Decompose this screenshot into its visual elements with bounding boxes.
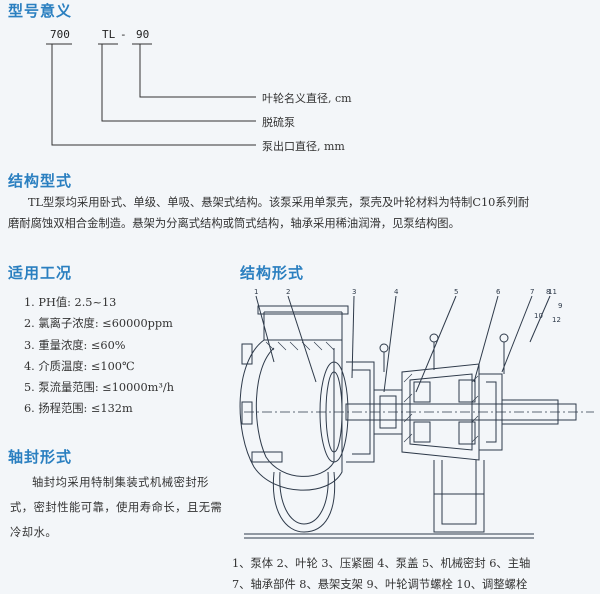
callout-6: 6 <box>496 288 501 296</box>
parts-legend-line-2: 7、轴承部件 8、悬架支架 9、叶轮调节螺栓 10、调整螺栓 <box>232 578 528 591</box>
conditions-list: 1. PH值: 2.5~13 2. 氯离子浓度: ≤60000ppm 3. 重量… <box>24 292 174 420</box>
callout-4: 4 <box>394 288 399 296</box>
callout-5: 5 <box>454 288 458 296</box>
callout-8: 8 <box>546 288 550 296</box>
callout-12: 12 <box>552 316 561 324</box>
meaning-outlet-diameter: 泵出口直径, mm <box>262 140 345 153</box>
callout-numbers: 1 2 3 4 5 6 7 8 9 10 11 12 <box>254 288 562 324</box>
model-code-impeller: 90 <box>136 28 150 41</box>
callout-1: 1 <box>254 288 258 296</box>
condition-temperature: 4. 介质温度: ≤100℃ <box>24 359 135 373</box>
callout-3: 3 <box>352 288 356 296</box>
condition-chloride: 2. 氯离子浓度: ≤60000ppm <box>24 317 173 331</box>
model-code-separator: - <box>120 28 127 41</box>
condition-concentration: 3. 重量浓度: ≤60% <box>24 338 126 352</box>
shaft-seal-heading: 轴封形式 <box>8 448 73 466</box>
conditions-heading: 适用工况 <box>8 264 73 282</box>
meaning-impeller-diameter: 叶轮名义直径, cm <box>262 92 352 105</box>
model-code-type: TL <box>102 28 116 41</box>
model-code-diameter: 700 <box>50 28 70 41</box>
structure-type-line-2: 磨耐腐蚀双相合金制造。悬架为分离式结构或筒式结构，轴承采用稀油润滑，见泵结构图。 <box>8 217 460 230</box>
model-meaning-heading: 型号意义 <box>8 2 73 20</box>
callout-2: 2 <box>286 288 290 296</box>
callout-10: 10 <box>534 312 543 320</box>
condition-ph: 1. PH值: 2.5~13 <box>24 296 117 309</box>
structure-type-heading: 结构型式 <box>8 172 73 190</box>
parts-legend-line-1: 1、泵体 2、叶轮 3、压紧圈 4、泵盖 5、机械密封 6、主轴 <box>232 557 531 570</box>
structure-form-heading: 结构形式 <box>240 264 305 282</box>
condition-head: 6. 扬程范围: ≤132m <box>24 402 133 416</box>
pump-cross-section-drawing: 1 2 3 4 5 6 7 8 9 10 11 12 <box>239 288 594 539</box>
meaning-desulfurization-pump: 脱硫泵 <box>262 116 295 129</box>
model-code-leader-lines <box>46 43 256 146</box>
shaft-seal-text: 轴封均采用特制集装式机械密封形式，密封性能可靠，使用寿命长，且无需冷却水。 <box>10 476 223 539</box>
condition-flow: 5. 泵流量范围: ≤10000m³/h <box>24 381 174 395</box>
callout-9: 9 <box>558 302 562 310</box>
structure-type-line-1: TL型泵均采用卧式、单级、单吸、悬架式结构。该泵采用单泵壳，泵壳及叶轮材料为特制… <box>28 196 530 209</box>
callout-7: 7 <box>530 288 534 296</box>
callout-11: 11 <box>548 288 557 296</box>
